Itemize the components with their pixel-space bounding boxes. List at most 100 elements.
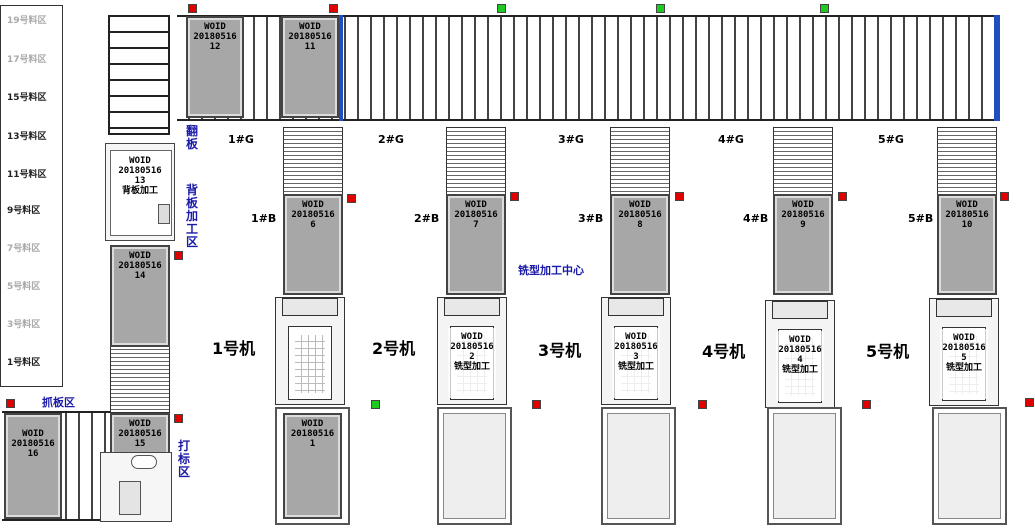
pallet-woid: WOID (129, 156, 151, 166)
machine-name: 4号机 (702, 342, 746, 361)
pallet-woid: WOID (302, 200, 324, 210)
pallet-date: 20180516 (778, 345, 822, 355)
output-tray[interactable] (767, 407, 842, 525)
pallet-number: 6 (310, 220, 316, 230)
pallet-date: 20180516 (118, 429, 162, 439)
material-zone-item[interactable]: 17号料区 (7, 55, 47, 65)
pallet-date: 20180516 (118, 166, 162, 176)
material-zone-item[interactable]: 5号料区 (7, 282, 41, 292)
pallet-number: 8 (637, 220, 643, 230)
indicator-red (347, 194, 356, 203)
pallet-date: 20180516 (454, 210, 498, 220)
indicator-red (862, 400, 871, 409)
tray-inner (443, 413, 506, 519)
pallet-number: 5 (961, 353, 967, 363)
pallet-number: 7 (473, 220, 479, 230)
material-zone-item[interactable]: 15号料区 (7, 93, 47, 103)
material-zone-item[interactable]: 9号料区 (7, 206, 41, 216)
buffer-label: 2#B (414, 212, 440, 225)
indicator-green (656, 4, 665, 13)
indicator-red (174, 414, 183, 423)
material-zone-item[interactable]: 1号料区 (7, 358, 41, 368)
indicator-green (820, 4, 829, 13)
pallet-woid: WOID (629, 200, 651, 210)
machine-hood (444, 298, 500, 316)
pallet-date: 20180516 (11, 439, 55, 449)
pallet-number: 13 (134, 176, 146, 186)
machine-grid (295, 335, 325, 393)
pallet-number: 15 (134, 439, 146, 449)
indicator-red (1025, 398, 1034, 407)
pallet-number: 14 (134, 271, 146, 281)
machine-hood (772, 301, 828, 319)
buffer-label: 3#B (578, 212, 604, 225)
machine-name: 1号机 (212, 339, 256, 358)
tray-inner (938, 413, 1001, 519)
indicator-red (698, 400, 707, 409)
pallet-date: 20180516 (290, 429, 335, 439)
material-zone-item[interactable]: 11号料区 (7, 170, 47, 180)
pallet-date: 20180516 (618, 210, 662, 220)
material-zone-item[interactable]: 19号料区 (7, 16, 47, 26)
spindle-icon (158, 204, 170, 224)
pallet-woid: WOID (204, 22, 226, 32)
back-panel-station: WOID 20180516 13 背板加工 (105, 143, 175, 241)
pallet-operation: 铣型加工 (781, 365, 818, 375)
output-tray[interactable] (932, 407, 1007, 525)
material-zone-item[interactable]: 13号料区 (7, 132, 47, 142)
gantry-label: 4#G (718, 133, 744, 146)
tray-inner (773, 413, 836, 519)
pallet-woid: WOID (299, 22, 321, 32)
cnc-machine-1[interactable] (275, 297, 345, 405)
indicator-red (532, 400, 541, 409)
marking-machine (100, 452, 172, 522)
pallet-woid: WOID (792, 200, 814, 210)
buffer-label: 1#B (251, 212, 277, 225)
pallet-date: 20180516 (288, 32, 332, 42)
pallet-number: 9 (800, 220, 806, 230)
indicator-red (174, 251, 183, 260)
machine-hood (282, 298, 338, 316)
marking-area-label: 打标区 (177, 439, 190, 479)
pallet-date: 20180516 (193, 32, 237, 42)
pallet-operation: 铣型加工 (617, 362, 654, 372)
material-zone-panel: 19号料区 17号料区 15号料区 13号料区 11号料区 9号料区 7号料区 5号料区 3号料… (0, 5, 63, 387)
material-zone-item[interactable]: 7号料区 (7, 244, 41, 254)
pallet-date: 20180516 (450, 342, 494, 352)
gantry-label: 1#G (228, 133, 254, 146)
material-zone-item[interactable]: 3号料区 (7, 320, 41, 330)
pallet-woid: WOID (956, 200, 978, 210)
pallet-woid: WOID (789, 335, 811, 345)
machine-name: 2号机 (372, 339, 416, 358)
output-tray[interactable] (437, 407, 512, 525)
indicator-red (510, 192, 519, 201)
output-tray[interactable] (601, 407, 676, 525)
pallet-date: 20180516 (118, 261, 162, 271)
indicator-green (497, 4, 506, 13)
